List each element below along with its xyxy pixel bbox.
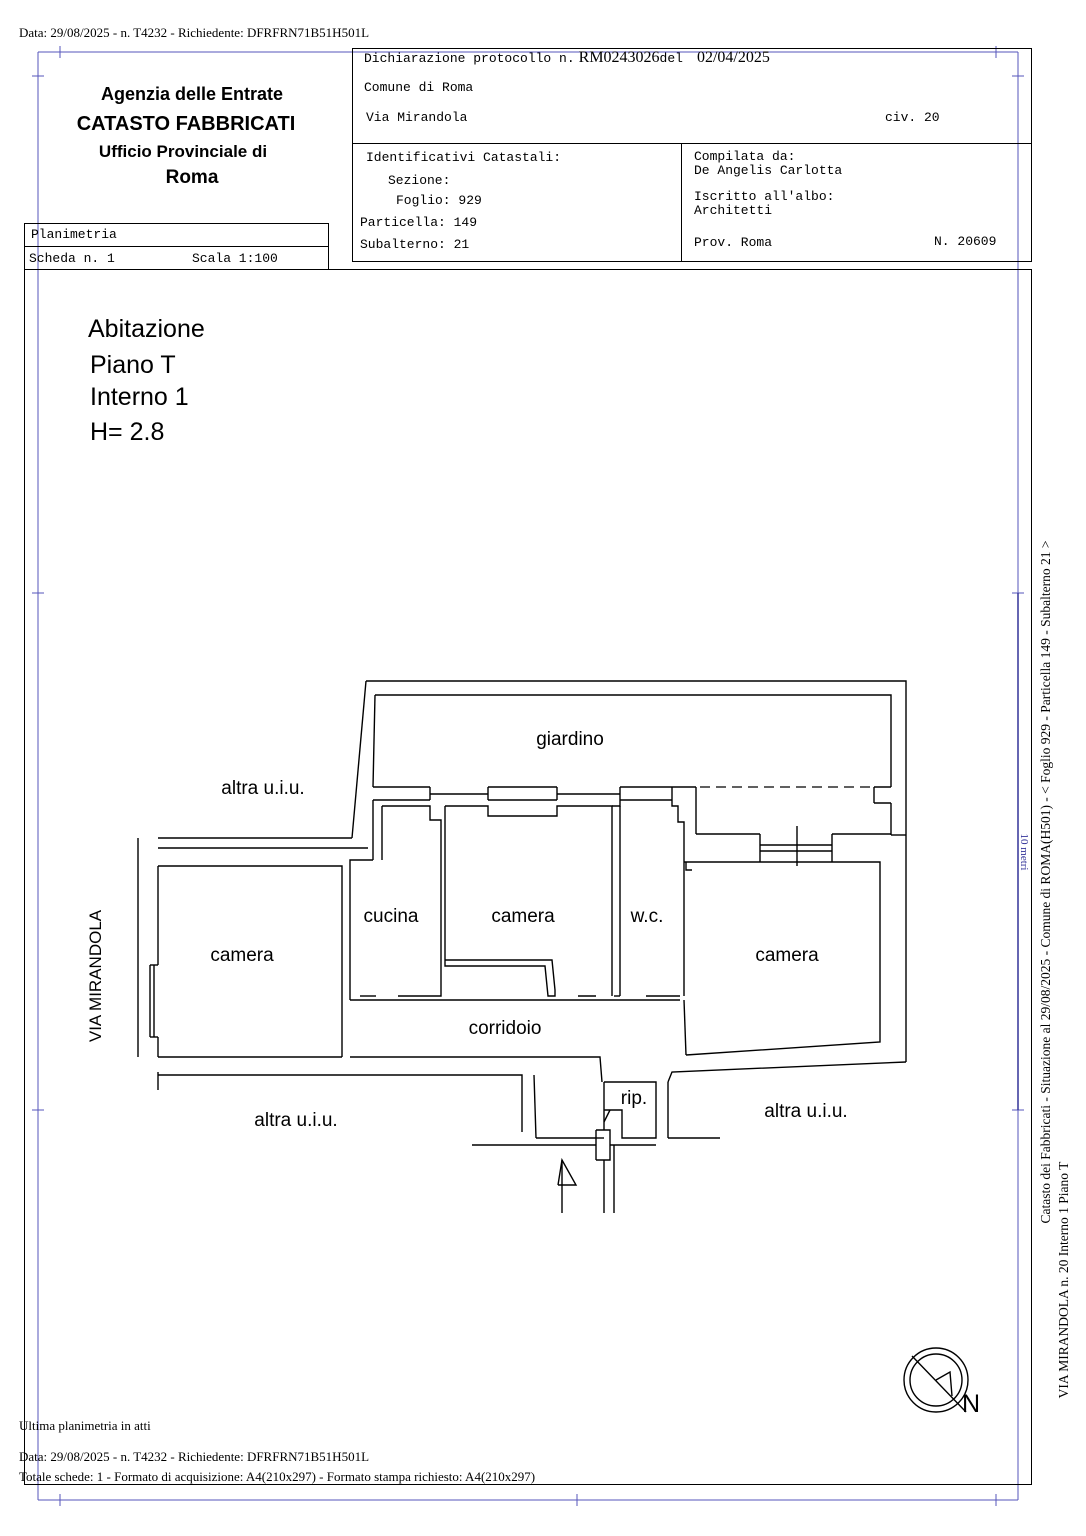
compilata-label: Compilata da: xyxy=(694,149,796,164)
room-camera-right: camera xyxy=(755,945,819,966)
albo-number: N. 20609 xyxy=(934,234,997,249)
scala: Scala 1:100 xyxy=(192,251,278,266)
footer-totale: Totale schede: 1 - Formato di acquisizio… xyxy=(19,1469,536,1484)
side-text-line1: Catasto dei Fabbricati - Situazione al 2… xyxy=(1038,540,1053,1224)
footer-ultima: Ultima planimetria in atti xyxy=(19,1418,151,1433)
header-request-line: Data: 29/08/2025 - n. T4232 - Richiedent… xyxy=(19,25,370,40)
particella: Particella: 149 xyxy=(360,215,478,230)
comune: Comune di Roma xyxy=(364,80,474,95)
unit-type: Abitazione xyxy=(88,315,205,343)
agency-name: Agenzia delle Entrate xyxy=(100,84,284,104)
drawing-frame xyxy=(24,269,1032,1485)
altra-uiu-bottom-right: altra u.i.u. xyxy=(764,1101,848,1122)
altra-uiu-bottom-left: altra u.i.u. xyxy=(254,1110,338,1131)
compilata-name: De Angelis Carlotta xyxy=(694,163,843,178)
side-text-line2: VIA MIRANDOLA n. 20 Interno 1 Piano T xyxy=(1056,1161,1071,1399)
foglio: Foglio: 929 xyxy=(396,193,482,208)
altra-uiu-top: altra u.i.u. xyxy=(221,778,305,799)
albo-value: Architetti xyxy=(694,203,773,218)
ufficio-city: Roma xyxy=(165,167,219,188)
scale-bar-label: 10 metri xyxy=(1018,833,1030,871)
unit-height: H= 2.8 xyxy=(90,418,165,446)
unit-piano: Piano T xyxy=(90,351,176,379)
room-camera-mid: camera xyxy=(491,906,555,927)
north-label: N xyxy=(962,1390,981,1418)
ufficio-label: Ufficio Provinciale di xyxy=(98,142,268,161)
scheda-number: Scheda n. 1 xyxy=(29,251,115,266)
street-label: VIA MIRANDOLA xyxy=(86,909,105,1043)
subalterno: Subalterno: 21 xyxy=(360,237,470,252)
protocol-number: RM0243026 xyxy=(578,49,660,66)
del-label: del xyxy=(659,51,683,66)
room-cucina: cucina xyxy=(363,906,419,927)
room-camera-left: camera xyxy=(210,945,274,966)
sezione: Sezione: xyxy=(388,173,451,188)
provincia: Prov. Roma xyxy=(694,235,773,250)
via: Via Mirandola xyxy=(366,110,468,125)
declaration-label: Dichiarazione protocollo n. xyxy=(364,51,575,66)
planimetria-title: Planimetria xyxy=(31,227,117,242)
room-giardino: giardino xyxy=(536,729,604,750)
identificativi-title: Identificativi Catastali: xyxy=(366,150,562,165)
north-arrow xyxy=(903,1347,969,1413)
compilata-box xyxy=(681,143,1032,262)
catasto-title: CATASTO FABBRICATI xyxy=(76,113,296,135)
room-ripostiglio: rip. xyxy=(620,1088,648,1109)
declaration-date: 02/04/2025 xyxy=(696,49,770,66)
footer-data-line: Data: 29/08/2025 - n. T4232 - Richiedent… xyxy=(19,1449,370,1464)
declaration-line: Dichiarazione protocollo n. RM0243026del… xyxy=(364,49,770,67)
unit-interno: Interno 1 xyxy=(90,383,189,411)
room-wc: w.c. xyxy=(630,906,664,927)
albo-label: Iscritto all'albo: xyxy=(694,189,835,204)
civico: civ. 20 xyxy=(885,110,940,125)
room-corridoio: corridoio xyxy=(468,1018,542,1039)
